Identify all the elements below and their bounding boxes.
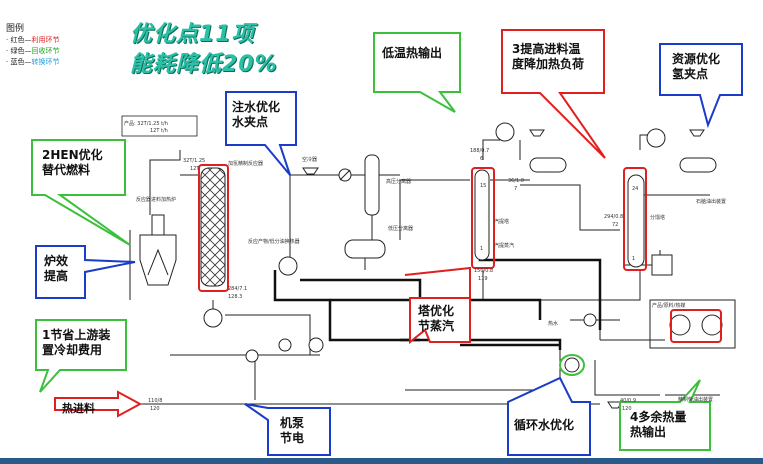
callout-feed-temp: 3提高进料温度降加热负荷: [512, 42, 585, 71]
callout-hen-fuel: 2HEN优化替代燃料: [42, 148, 103, 177]
label-naphtha: 石脑油出装置: [696, 199, 727, 205]
headline-line2: 能耗降低20%: [130, 52, 278, 77]
callout-pump: 机泵节电: [280, 416, 305, 445]
air-coolers: [302, 129, 705, 409]
red-highlights: [198, 164, 722, 343]
callout-hydrogen: 资源优化氢夹点: [672, 52, 721, 81]
legend-item-blue: · 蓝色—转换环节: [6, 58, 60, 66]
label-stripper: 汽提塔: [494, 219, 510, 225]
hydrotreating-reactor: [200, 167, 226, 287]
green-highlight: [559, 354, 585, 376]
heat-feed-arrow: [54, 390, 143, 418]
heating-furnace: [139, 214, 177, 286]
stream-value: 188/0.7: [470, 148, 490, 154]
stream-value: 284/7.1: [228, 286, 248, 292]
stream-value: 294/0.8: [604, 214, 624, 220]
stream-value: 6: [480, 156, 484, 162]
bottom-bar: [0, 458, 763, 464]
headline-line1: 优化点11项: [130, 22, 255, 47]
heat-feed-label: 热进料: [62, 402, 95, 415]
tray-number: 1: [632, 256, 636, 262]
heat-exchangers: [203, 122, 723, 373]
box-row-1: 产品: 32T/1.25 t/h: [124, 121, 168, 127]
label-hp-separator: 高压分离器: [386, 179, 412, 185]
stream-value: 119: [478, 276, 488, 282]
label-fractionator: 分馏塔: [650, 215, 666, 221]
valve: [338, 168, 352, 182]
label-diesel-out: 精制柴油出装置: [678, 397, 714, 403]
tray-number: 15: [480, 183, 487, 189]
tray-number: 1: [480, 246, 484, 252]
legend-item-red: · 红色—利用环节: [6, 36, 60, 44]
label-hot-water: 热水: [548, 321, 559, 327]
label-air-cooler: 空冷器: [302, 157, 318, 163]
product-heat-box: [649, 299, 736, 349]
hp-separator: [344, 154, 386, 270]
legend-title: 图例: [6, 24, 25, 34]
box-row-2: 12T t/h: [150, 128, 168, 134]
fractionator-column: [627, 174, 645, 268]
label-feed-exchanger: 反应产物/低分油换热器: [248, 239, 300, 245]
stream-value: 120: [150, 406, 160, 412]
callout-low-temp-heat: 低温热输出: [382, 46, 443, 60]
label-steam: 汽提蒸汽: [494, 243, 515, 249]
label-reactor: 加氢精制反应器: [228, 161, 264, 167]
callout-waste-heat: 4多余热量热输出: [630, 410, 687, 439]
stream-value: 40/0.9: [620, 398, 636, 404]
stream-value: 120: [622, 406, 632, 412]
callout-circ-water: 循环水优化: [514, 418, 575, 432]
callout-upstream: 1节省上游装置冷却费用: [42, 328, 111, 357]
stripper-column: [474, 169, 490, 261]
stream-data-box: [121, 115, 198, 137]
stream-value: 36/1.0: [508, 178, 524, 184]
callout-shapes: [31, 29, 743, 456]
callout-water-injection: 注水优化水夹点: [232, 100, 281, 129]
legend: 图例 · 红色—利用环节 · 绿色—回收环节 · 蓝色—转换环节: [6, 24, 59, 68]
stream-value: 150/0.8: [474, 268, 494, 274]
stream-value: 12T: [190, 166, 200, 172]
callout-tower-opt: 塔优化节蒸汽: [418, 304, 455, 333]
label-furnace: 反应器进料加热炉: [136, 197, 177, 203]
tray-number: 24: [632, 186, 639, 192]
stream-value: 7: [514, 186, 518, 192]
label-product-box: 产品/原料/热媒: [652, 303, 686, 309]
label-lp-separator: 低压分离器: [388, 226, 414, 232]
reflux-drums: [529, 157, 717, 276]
legend-item-green: · 绿色—回收环节: [6, 47, 60, 55]
stream-value: 128.3: [228, 294, 243, 300]
stream-value: 110/8: [148, 398, 163, 404]
stream-value: 72: [612, 222, 619, 228]
stream-value: 32T/1.25: [183, 158, 206, 164]
callout-furnace: 炉效提高: [44, 254, 69, 283]
